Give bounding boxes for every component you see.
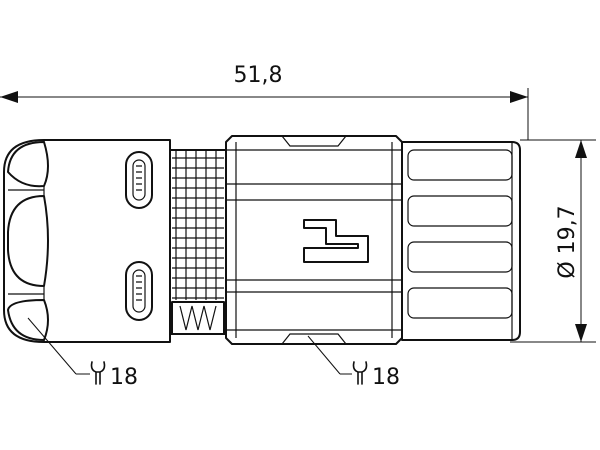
length-arrow-right <box>510 91 528 103</box>
wrench-icon <box>352 361 368 385</box>
length-arrow-left <box>0 91 18 103</box>
cable-gland <box>401 141 521 341</box>
thread-teeth <box>179 305 217 331</box>
hex-nut-body <box>225 135 403 345</box>
latch-slot-bottom <box>125 261 153 321</box>
connector-head <box>3 139 171 343</box>
callout-2-leader <box>307 335 341 375</box>
diameter-dimension-value: Ø 19,7 <box>555 205 580 278</box>
diameter-arrow-bottom <box>575 324 587 342</box>
diameter-dimension: Ø 19,7 <box>510 139 596 343</box>
callout-1-leader <box>27 317 77 375</box>
latch-bottom-ribs <box>136 275 142 301</box>
callout-2-value: 18 <box>372 365 400 390</box>
length-dimension: 51,8 <box>0 63 529 140</box>
latch-slot-top-inner <box>132 159 146 201</box>
thread-lines <box>172 157 224 299</box>
head-lobe-middle <box>7 195 49 287</box>
nut-top-notch <box>281 135 347 147</box>
wrench-icon <box>90 361 106 385</box>
thread-crests <box>175 150 217 300</box>
head-lobe-top <box>7 141 49 188</box>
latch-top-ribs <box>136 165 142 191</box>
callout-head-wrench: 18 <box>27 317 138 390</box>
callout-1-value: 18 <box>110 365 138 390</box>
manufacturer-logo-icon <box>303 219 369 263</box>
latch-slot-bottom-inner <box>132 269 146 313</box>
gland-outline <box>401 141 521 341</box>
nut-outline <box>225 135 403 345</box>
thread-section <box>169 149 227 335</box>
length-dimension-value: 51,8 <box>234 63 283 88</box>
nut-bottom-notch <box>281 333 347 345</box>
callout-nut-wrench: 18 <box>307 335 400 390</box>
diameter-arrow-top <box>575 140 587 158</box>
